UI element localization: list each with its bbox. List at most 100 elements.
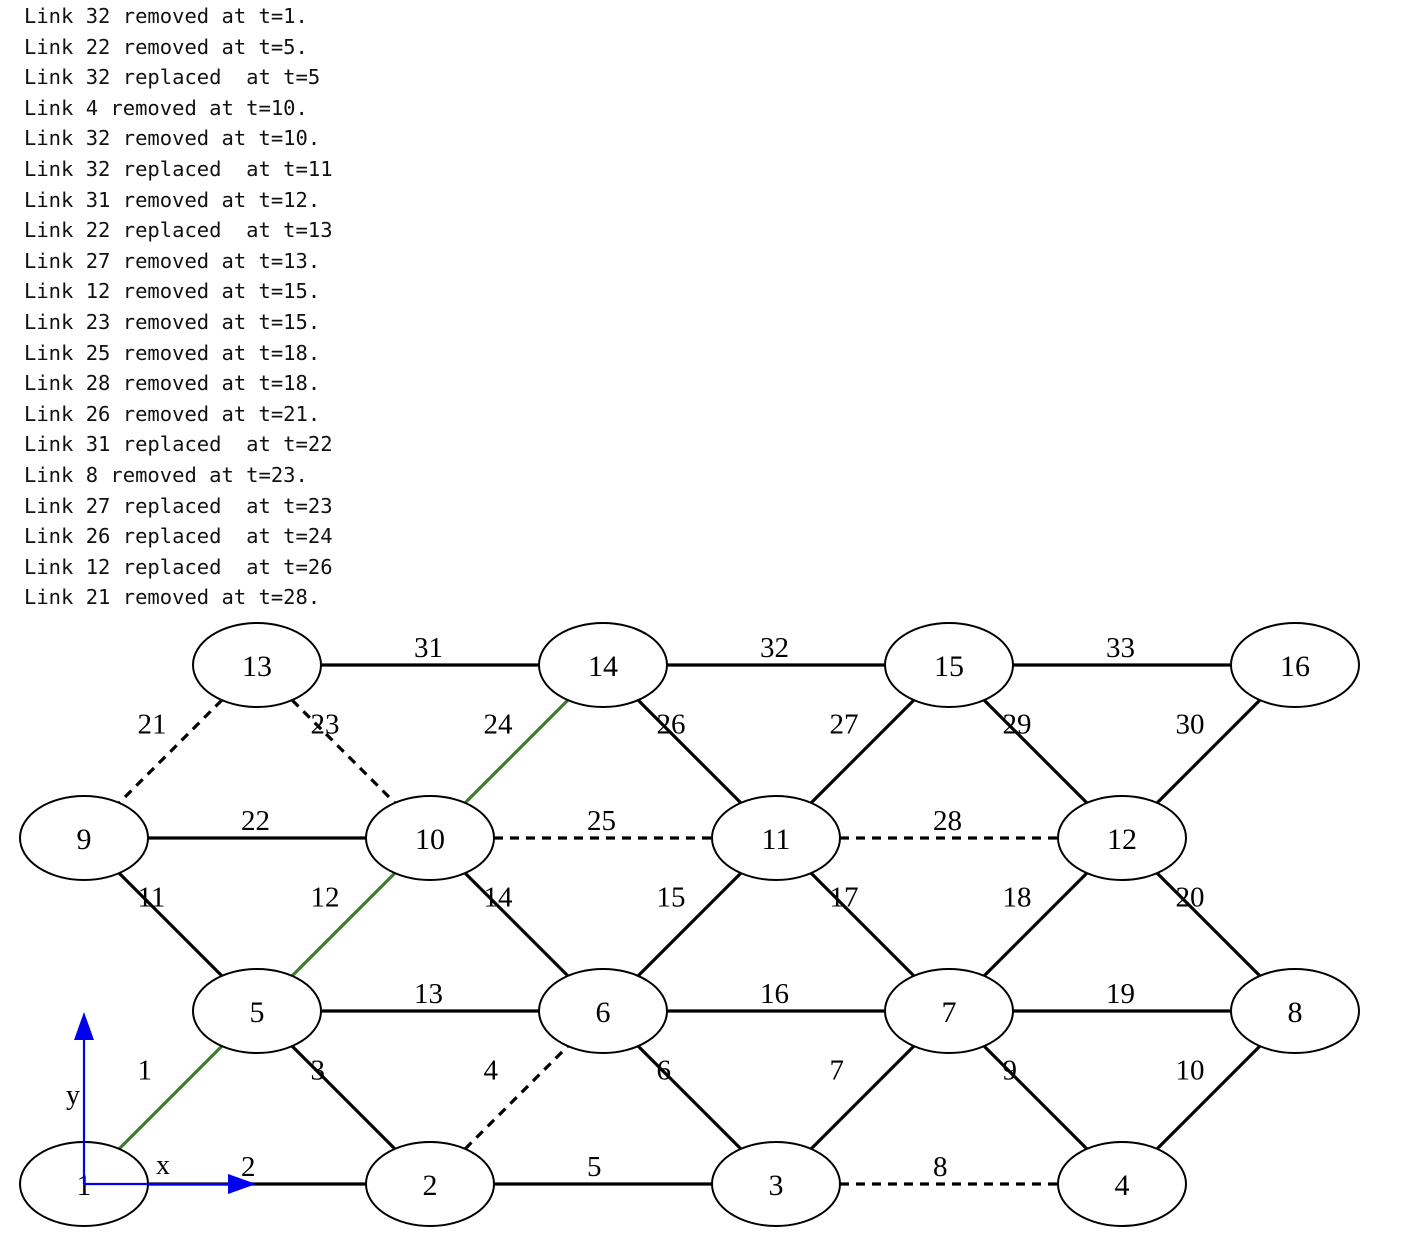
node-label: 8 <box>1288 996 1303 1029</box>
log-line: Link 23 removed at t=15. <box>24 309 321 334</box>
log-line: Link 4 removed at t=10. <box>24 95 308 120</box>
node-label: 9 <box>77 823 92 856</box>
node-ellipse <box>884 968 1014 1054</box>
node-label: 16 <box>1280 650 1310 683</box>
link-label: 11 <box>138 882 166 914</box>
node-4: 4 <box>1057 1141 1187 1227</box>
link-label: 8 <box>933 1151 948 1183</box>
log-line: Link 12 replaced at t=26 <box>24 554 333 579</box>
link-29 <box>982 698 1089 805</box>
node-label: 1 <box>77 1169 92 1202</box>
log-line: Link 28 removed at t=18. <box>24 371 321 396</box>
link-18 <box>982 871 1089 978</box>
link-10 <box>1155 1044 1262 1151</box>
link-9 <box>982 1044 1089 1151</box>
node-8: 8 <box>1230 968 1360 1054</box>
link-15 <box>636 871 743 978</box>
node-3: 3 <box>711 1141 841 1227</box>
log-line: Link 22 removed at t=5. <box>24 34 308 59</box>
log-line: Link 26 removed at t=21. <box>24 401 321 426</box>
node-label: 12 <box>1107 823 1137 856</box>
log-line: Link 27 replaced at t=23 <box>24 493 333 518</box>
link-label: 4 <box>484 1055 499 1087</box>
coordinate-axes: y x <box>66 1012 256 1194</box>
node-ellipse <box>365 1141 495 1227</box>
node-5: 5 <box>192 968 322 1054</box>
link-label: 31 <box>414 632 443 664</box>
node-16: 16 <box>1230 622 1360 708</box>
log-line: Link 32 removed at t=1. <box>24 4 308 28</box>
node-label: 15 <box>934 650 964 683</box>
link-label: 9 <box>1003 1055 1018 1087</box>
node-14: 14 <box>538 622 668 708</box>
node-label: 6 <box>596 996 611 1029</box>
links-layer <box>117 663 1262 1186</box>
link-1 <box>117 1044 224 1151</box>
node-ellipse <box>1230 622 1360 708</box>
link-label: 18 <box>1003 882 1032 914</box>
link-27 <box>809 698 916 805</box>
node-ellipse <box>538 968 668 1054</box>
link-12 <box>290 871 397 978</box>
link-label: 7 <box>830 1055 845 1087</box>
link-label: 15 <box>657 882 686 914</box>
link-label: 3 <box>311 1055 326 1087</box>
node-label: 14 <box>588 650 618 683</box>
link-label: 21 <box>138 709 167 741</box>
node-label: 4 <box>1115 1169 1130 1202</box>
node-ellipse <box>19 795 149 881</box>
link-label: 6 <box>657 1055 672 1087</box>
link-label: 27 <box>830 709 859 741</box>
link-11 <box>117 871 224 978</box>
node-ellipse <box>711 1141 841 1227</box>
link-14 <box>463 871 570 978</box>
log-line: Link 21 removed at t=28. <box>24 585 321 610</box>
y-axis-label: y <box>66 1080 80 1111</box>
node-ellipse <box>192 968 322 1054</box>
link-3 <box>290 1044 397 1151</box>
link-label: 24 <box>484 709 514 741</box>
link-label: 13 <box>414 978 443 1010</box>
node-ellipse <box>538 622 668 708</box>
link-7 <box>809 1044 916 1151</box>
link-21 <box>117 698 224 805</box>
link-label: 28 <box>933 805 962 837</box>
link-label: 29 <box>1003 709 1032 741</box>
log-line: Link 22 replaced at t=13 <box>24 218 333 243</box>
log-line: Link 8 removed at t=23. <box>24 462 308 487</box>
node-12: 12 <box>1057 795 1187 881</box>
link-label: 32 <box>760 632 789 664</box>
node-9: 9 <box>19 795 149 881</box>
link-24 <box>463 698 570 805</box>
node-label: 13 <box>242 650 272 683</box>
node-label: 2 <box>423 1169 438 1202</box>
node-ellipse <box>711 795 841 881</box>
node-ellipse <box>192 622 322 708</box>
node-label: 10 <box>415 823 445 856</box>
link-label: 33 <box>1106 632 1135 664</box>
node-ellipse <box>1230 968 1360 1054</box>
link-4 <box>463 1044 570 1151</box>
link-label: 17 <box>830 882 859 914</box>
event-log: Link 32 removed at t=1. Link 22 removed a… <box>24 1 333 613</box>
log-line: Link 32 removed at t=10. <box>24 126 321 151</box>
x-arrow-head-icon <box>228 1174 256 1194</box>
link-label: 2 <box>241 1151 256 1183</box>
node-15: 15 <box>884 622 1014 708</box>
link-label: 30 <box>1176 709 1205 741</box>
node-7: 7 <box>884 968 1014 1054</box>
link-label: 5 <box>587 1151 602 1183</box>
link-30 <box>1155 698 1262 805</box>
node-11: 11 <box>711 795 841 881</box>
log-line: Link 31 replaced at t=22 <box>24 432 333 457</box>
log-line: Link 27 removed at t=13. <box>24 248 321 273</box>
node-ellipse <box>884 622 1014 708</box>
link-label: 14 <box>484 882 514 914</box>
node-label: 11 <box>762 823 791 856</box>
node-label: 3 <box>769 1169 784 1202</box>
link-label: 12 <box>311 882 340 914</box>
y-arrow-head-icon <box>74 1012 94 1040</box>
link-23 <box>290 698 397 805</box>
link-20 <box>1155 871 1262 978</box>
